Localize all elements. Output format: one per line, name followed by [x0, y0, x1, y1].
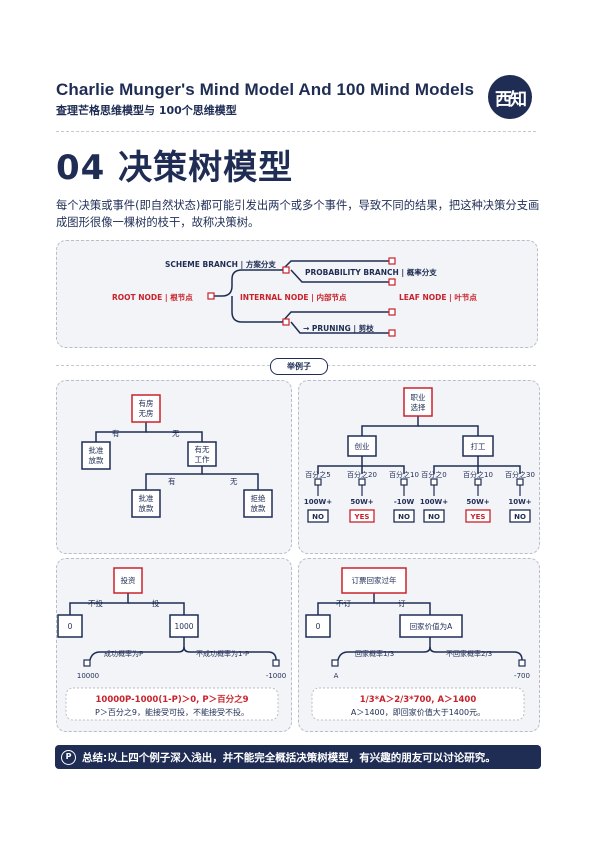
legend-scheme-branch: SCHEME BRANCH | 方案分支 [165, 259, 276, 270]
ex3-invest: 投 [152, 598, 160, 608]
section-intro: 每个决策或事件(即自然状态)都可能引发出两个或多个事件，导致不同的结果，把这种决… [56, 199, 540, 229]
ex2-prob: 百分之10 [463, 470, 493, 479]
summary-text: 总结:以上四个例子深入浅出，并不能完全概括决策树模型，有兴趣的朋友可以讨论研究。 [82, 751, 496, 764]
ex1-reject-l2: 放款 [251, 503, 266, 513]
ex2-value: 50W+ [466, 498, 489, 506]
ex3-success: 成功概率为P [104, 649, 143, 658]
ex2-answer: YES [354, 513, 370, 521]
legend-internal-node: INTERNAL NODE | 内部节点 [240, 292, 347, 303]
legend-root-node: ROOT NODE | 根节点 [112, 292, 193, 303]
ex2-prob: 百分之20 [347, 470, 377, 479]
ex4-right-val: 回家价值为A [410, 621, 453, 631]
ex4-not-home: 不回家概率2/3 [446, 649, 492, 658]
divider [56, 131, 536, 132]
header-title: Charlie Munger's Mind Model And 100 Mind… [56, 80, 475, 99]
ex1-reject-l1: 拒绝 [251, 493, 266, 503]
ex2-root-l1: 职业 [411, 392, 426, 402]
ex1-job-l1: 有无 [195, 444, 210, 454]
legend-pruning: → PRUNING | 剪枝 [303, 323, 374, 334]
ex3-formula: 10000P-1000(1-P)＞0, P＞百分之9 [95, 694, 248, 705]
ex4-leaf-right: -700 [514, 672, 530, 680]
ex3-fail: 不成功概率为1-P [196, 649, 249, 658]
ex4-go-home: 回家概率1/3 [355, 649, 394, 658]
ex1-root-l1: 有房 [139, 398, 154, 408]
ex1-approve2-l2: 放款 [139, 503, 154, 513]
ex1-approve2-l1: 批准 [139, 493, 154, 503]
ex2-value: 10W+ [508, 498, 531, 506]
legend-leaf-node: LEAF NODE | 叶节点 [399, 292, 477, 303]
ex4-left-val: 0 [316, 622, 321, 631]
ex1-yes2: 有 [168, 476, 176, 486]
ex2-prob: 百分之30 [505, 470, 535, 479]
ex2-answer: NO [312, 513, 324, 521]
ex2-prob: 百分之0 [421, 470, 446, 479]
ex3-leaf-right: -1000 [266, 672, 286, 680]
ex2-value: 100W+ [420, 498, 448, 506]
section-title: 04 决策树模型 [56, 148, 294, 188]
ex1-root-l2: 无房 [139, 408, 154, 418]
ex2-answer: NO [428, 513, 440, 521]
ex2-left: 创业 [355, 441, 370, 451]
ex2-prob: 百分之10 [389, 470, 419, 479]
ex2-value: 50W+ [350, 498, 373, 506]
ex3-leaf-left: 10000 [77, 672, 99, 680]
ex2-value: 100W+ [304, 498, 332, 506]
ex2-value: -10W [394, 498, 415, 506]
ex1-no: 无 [172, 429, 180, 438]
bulb-icon: P [61, 749, 76, 765]
ex2-root-l2: 选择 [411, 402, 426, 412]
ex4-conclusion: A＞1400，即回家价值大于1400元。 [351, 707, 485, 717]
ex2-answer: YES [470, 513, 486, 521]
ex2-answer: NO [398, 513, 410, 521]
ex1-job-l2: 工作 [195, 454, 210, 464]
ex3-no-invest: 不投 [88, 598, 103, 608]
legend-probability-branch: PROBABILITY BRANCH | 概率分支 [305, 267, 437, 278]
ex2-right: 打工 [471, 441, 486, 451]
header-subtitle: 查理芒格思维模型与 100个思维模型 [56, 104, 237, 117]
ex3-root: 投资 [121, 575, 136, 585]
ex2-answer: NO [514, 513, 526, 521]
ex4-leaf-left: A [334, 672, 339, 680]
ex3-right-val: 1000 [174, 622, 193, 631]
ex1-yes: 有 [112, 428, 120, 438]
logo: 西知 [488, 75, 532, 119]
ex4-formula: 1/3*A＞2/3*700, A＞1400 [360, 695, 477, 705]
ex3-conclusion: P＞百分之9，能接受可投，不能接受不投。 [95, 707, 249, 717]
ex1-approve-l1: 批准 [89, 445, 104, 455]
ex1-no2: 无 [230, 477, 238, 486]
ex4-book: 订 [398, 598, 406, 608]
examples-label: 举例子 [270, 358, 328, 375]
ex1-approve-l2: 放款 [89, 455, 104, 465]
ex4-no-book: 不订 [336, 598, 351, 608]
ex2-prob: 百分之5 [305, 470, 330, 479]
ex3-left-val: 0 [68, 622, 73, 631]
ex4-root: 订票回家过年 [352, 575, 397, 585]
summary-bar: P 总结:以上四个例子深入浅出，并不能完全概括决策树模型，有兴趣的朋友可以讨论研… [55, 745, 541, 769]
